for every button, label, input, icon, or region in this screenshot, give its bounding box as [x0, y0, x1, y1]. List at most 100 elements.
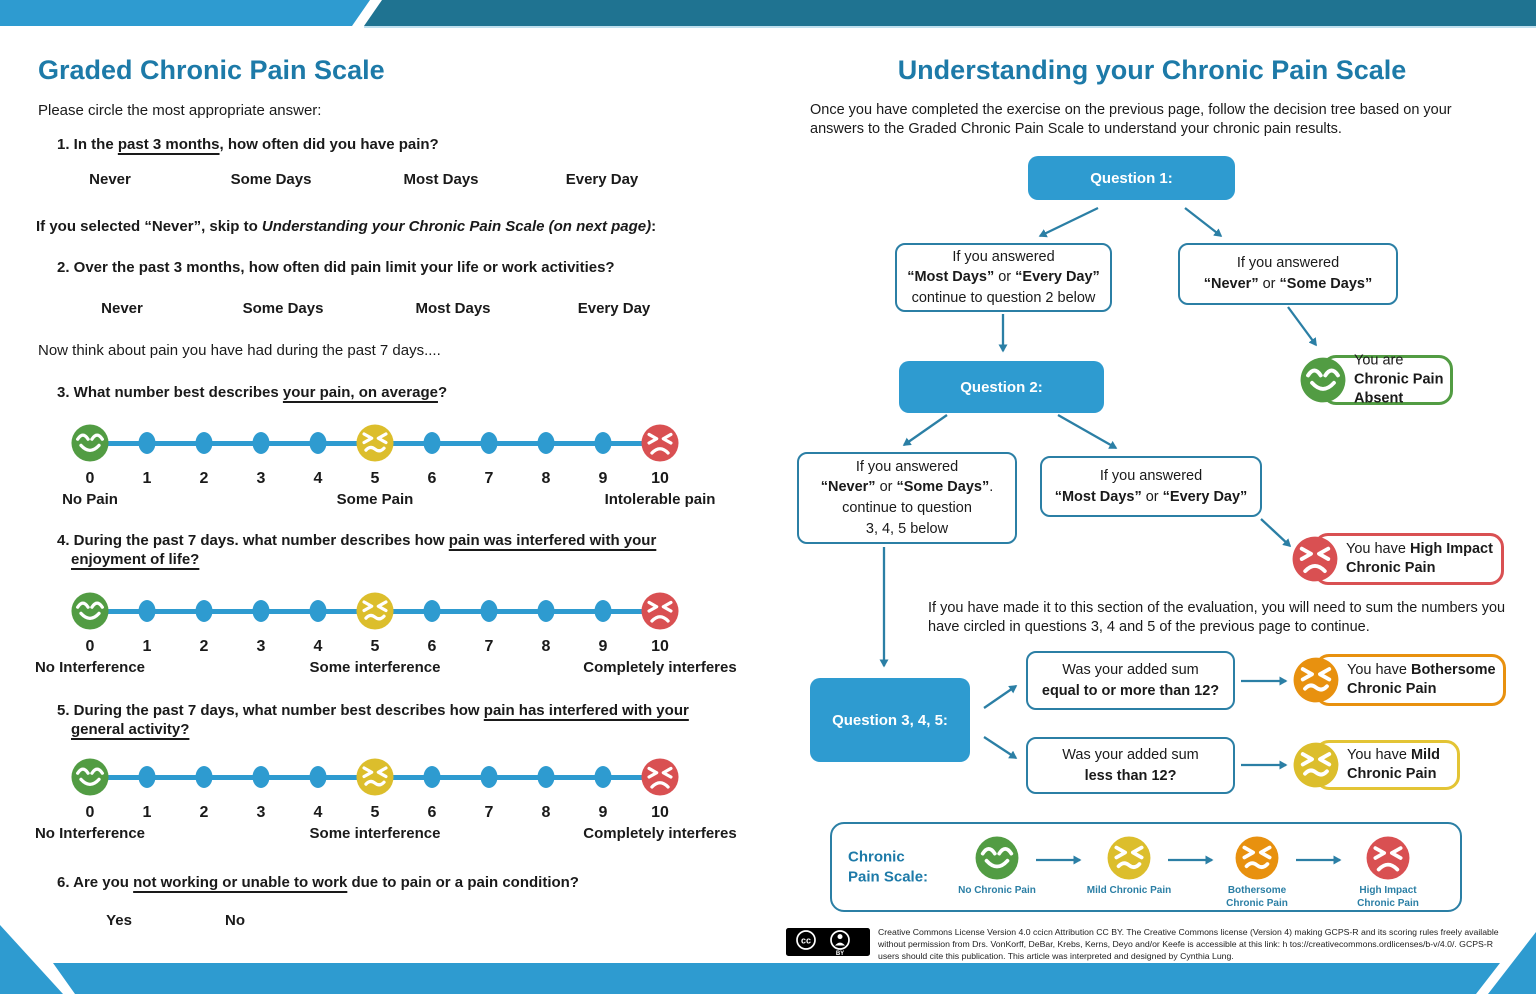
scale-point-7[interactable]: [480, 432, 498, 454]
option-yes[interactable]: Yes: [106, 912, 132, 929]
skip-note: If you selected “Never”, skip to Underst…: [36, 218, 656, 235]
scale-point-1[interactable]: [138, 432, 156, 454]
result-mild-chronic-pain: You have Mild Chronic Pain: [1293, 740, 1460, 790]
option-every-day[interactable]: Every Day: [565, 171, 639, 188]
scale-number-1: 1: [142, 470, 152, 487]
scale-number-3: 3: [256, 638, 266, 655]
scale-point-3[interactable]: [252, 432, 270, 454]
scale-point-1[interactable]: [138, 600, 156, 622]
option-some-days[interactable]: Some Days: [230, 171, 312, 188]
flow-text: Was your added sum: [1062, 746, 1199, 763]
legend-item: No Chronic Pain: [949, 834, 1045, 898]
option-most-days[interactable]: Most Days: [403, 171, 479, 188]
badge-outline: [1315, 654, 1506, 706]
option-most-days[interactable]: Most Days: [415, 300, 491, 317]
scale-point-2[interactable]: [195, 600, 213, 622]
question-6-options: Yes No: [0, 912, 768, 932]
scale-point-4[interactable]: [309, 766, 327, 788]
option-never[interactable]: Never: [101, 300, 143, 317]
scale-number-2: 2: [199, 470, 209, 487]
scale-point-8[interactable]: [537, 432, 555, 454]
question-3-pre: 3. What number best describes: [57, 384, 283, 401]
legend-item: High Impact Chronic Pain: [1340, 834, 1436, 910]
scale-point-4[interactable]: [309, 600, 327, 622]
scale-point-5-squint-face-icon[interactable]: [356, 424, 394, 462]
flow-text: or: [875, 479, 897, 496]
question-1-pre: 1. In the: [57, 136, 118, 153]
scale-label-mid: Some Pain: [336, 491, 414, 508]
flow-text: or: [1141, 488, 1163, 505]
scale-point-6[interactable]: [423, 600, 441, 622]
squint-face-icon: [1081, 834, 1177, 882]
scale-point-1[interactable]: [138, 766, 156, 788]
skip-note-pre: If you selected “Never”, skip to: [36, 218, 262, 235]
scale-point-10-frown-face-icon[interactable]: [641, 758, 679, 796]
scale-number-6: 6: [427, 638, 437, 655]
question-4-pre: 4. During the past 7 days. what number d…: [57, 532, 449, 549]
question-5-underlined: pain has interfered with your general ac…: [71, 702, 689, 738]
flow-text-bold: “Never”: [820, 479, 876, 496]
question-1-options: Never Some Days Most Days Every Day: [0, 171, 768, 191]
flow-box-sum-low: Was your added sum less than 12?: [1026, 737, 1235, 794]
badge-text: You have High Impact Chronic Pain: [1346, 541, 1493, 576]
flow-box-never-some: If you answered “Never” or “Some Days”: [1178, 243, 1398, 305]
bottom-bar-accent: [45, 963, 1500, 994]
scale-number-5: 5: [370, 470, 380, 487]
scale-point-5-squint-face-icon[interactable]: [356, 758, 394, 796]
flow-text-bold: “Every Day”: [1015, 269, 1100, 286]
scale-point-9[interactable]: [594, 432, 612, 454]
scale-point-5-squint-face-icon[interactable]: [356, 592, 394, 630]
scale-point-3[interactable]: [252, 766, 270, 788]
scale-point-9[interactable]: [594, 766, 612, 788]
question-1-underlined: past 3 months: [117, 136, 220, 153]
scale-point-6[interactable]: [423, 766, 441, 788]
scale-number-8: 8: [541, 470, 551, 487]
question-5-pre: 5. During the past 7 days, what number b…: [57, 702, 484, 719]
question-4-underlined: pain was interfered with your enjoyment …: [71, 532, 657, 568]
scale-number-6: 6: [427, 804, 437, 821]
option-never[interactable]: Never: [89, 171, 131, 188]
happy-face-icon: [949, 834, 1045, 882]
option-every-day[interactable]: Every Day: [577, 300, 651, 317]
flow-text: If you answered: [855, 458, 959, 475]
question-2-options: Never Some Days Most Days Every Day: [0, 300, 768, 320]
scale-point-10-frown-face-icon[interactable]: [641, 424, 679, 462]
scale-number-4: 4: [313, 638, 323, 655]
right-page-title: Understanding your Chronic Pain Scale: [897, 55, 1407, 85]
flow-text: If you answered: [952, 248, 1055, 265]
option-some-days[interactable]: Some Days: [242, 300, 324, 317]
scale-point-2[interactable]: [195, 432, 213, 454]
scale-point-6[interactable]: [423, 432, 441, 454]
scale-number-8: 8: [541, 638, 551, 655]
top-bar-left-accent: [0, 0, 370, 26]
left-page-title: Graded Chronic Pain Scale: [38, 55, 385, 85]
scale-point-4[interactable]: [309, 432, 327, 454]
flow-text: or: [1258, 276, 1280, 292]
bottom-left-triangle: [0, 925, 63, 994]
scale-point-9[interactable]: [594, 600, 612, 622]
scale-point-8[interactable]: [537, 766, 555, 788]
top-bar-underline: [364, 26, 1536, 28]
scale-point-2[interactable]: [195, 766, 213, 788]
legend-label: Bothersome Chronic Pain: [1226, 885, 1288, 909]
scale-label-right: Completely interferes: [583, 659, 737, 676]
scale-point-0-happy-face-icon[interactable]: [71, 758, 109, 796]
scale-point-0-happy-face-icon[interactable]: [71, 424, 109, 462]
skip-note-italic: Understanding your Chronic Pain Scale (o…: [261, 218, 652, 235]
flow-box-most-days-continue: If you answered “Most Days” or “Every Da…: [895, 243, 1112, 312]
result-bothersome-chronic-pain: You have Bothersome Chronic Pain: [1293, 654, 1506, 706]
scale-point-3[interactable]: [252, 600, 270, 622]
scale-point-10-frown-face-icon[interactable]: [641, 592, 679, 630]
sum-instruction: If you have made it to this section of t…: [928, 600, 1506, 636]
scale-number-9: 9: [598, 804, 608, 821]
scale-label-mid: Some interference: [309, 825, 441, 842]
top-bar-right-accent: [364, 0, 1536, 26]
scale-point-0-happy-face-icon[interactable]: [71, 592, 109, 630]
scale-point-8[interactable]: [537, 600, 555, 622]
scale-point-7[interactable]: [480, 600, 498, 622]
scale-point-7[interactable]: [480, 766, 498, 788]
option-no[interactable]: No: [225, 912, 245, 929]
